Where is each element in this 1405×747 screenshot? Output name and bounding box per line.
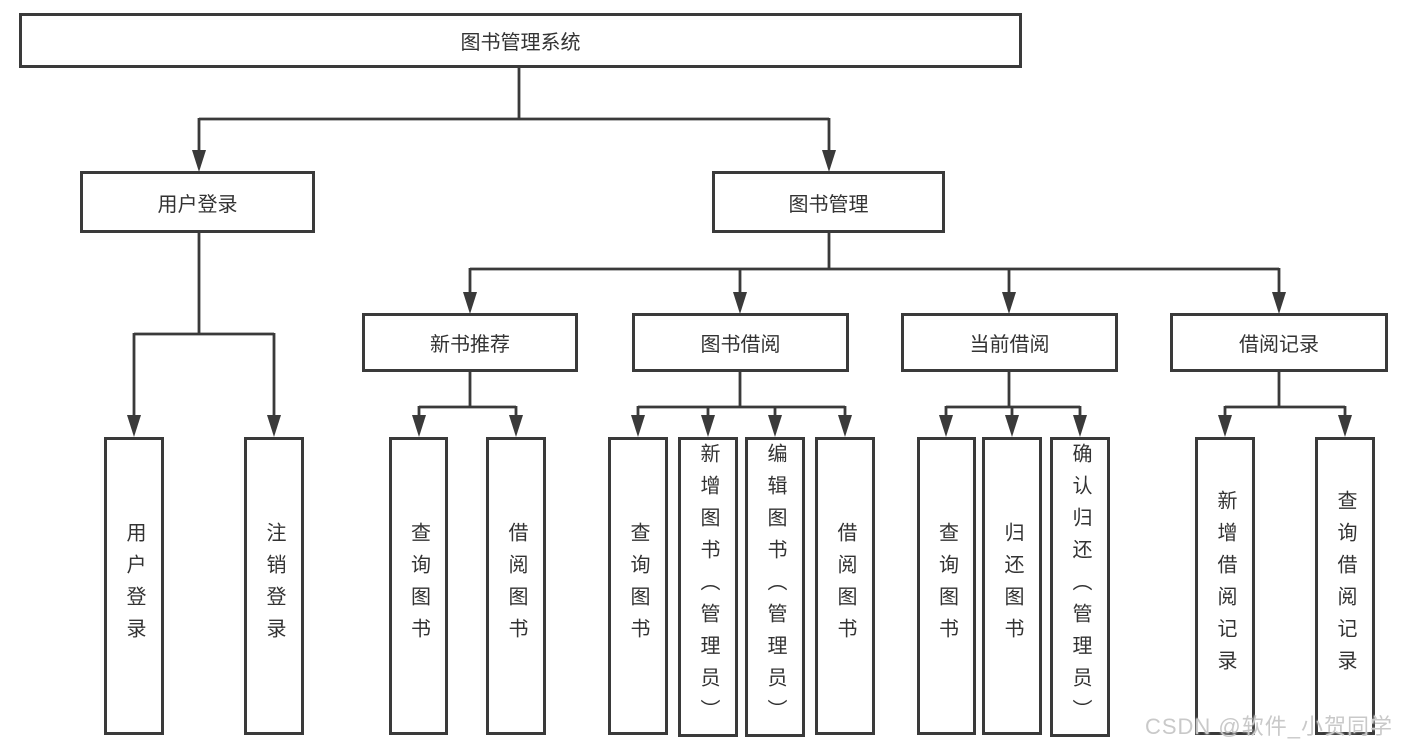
node-label: 当前借阅 <box>969 334 1050 356</box>
node-label: 查询图书 <box>627 522 649 650</box>
node-label: 查询图书 <box>407 522 430 650</box>
leaf-return-books: 归还图书 <box>982 437 1042 735</box>
leaf-user-login: 用户登录 <box>104 437 164 735</box>
node-book-borrowing: 图书借阅 <box>632 313 849 372</box>
node-label: 查询借阅记录 <box>1334 490 1356 682</box>
node-library-management-system: 图书管理系统 <box>19 13 1022 68</box>
node-label: 注销登录 <box>263 522 285 650</box>
node-label: 归还图书 <box>1001 522 1023 650</box>
node-label: 查询图书 <box>935 522 958 650</box>
node-user-login: 用户登录 <box>80 171 315 233</box>
node-label: 图书管理系统 <box>460 32 581 54</box>
node-label: 借阅图书 <box>505 522 527 650</box>
leaf-query-books-current: 查询图书 <box>917 437 976 735</box>
leaf-borrow-books: 借阅图书 <box>815 437 875 735</box>
node-label: 新增借阅记录 <box>1214 490 1236 682</box>
node-label: 新书推荐 <box>430 334 510 356</box>
node-label: 图书管理 <box>788 193 869 216</box>
node-label: 借阅图书 <box>834 522 856 650</box>
leaf-query-books-recommendation: 查询图书 <box>389 437 448 735</box>
node-current-borrowing: 当前借阅 <box>901 313 1118 372</box>
node-label: 确认归还（管理员） <box>1069 443 1091 731</box>
node-new-book-recommendation: 新书推荐 <box>362 313 578 372</box>
leaf-add-books-admin: 新增图书（管理员） <box>678 437 738 737</box>
node-label: 用户登录 <box>157 193 238 216</box>
csdn-watermark: CSDN @软件_小贺同学 <box>1144 714 1393 739</box>
leaf-borrow-books-recommendation: 借阅图书 <box>486 437 546 735</box>
node-borrowing-records: 借阅记录 <box>1170 313 1388 372</box>
leaf-query-books-borrowing: 查询图书 <box>608 437 668 735</box>
node-label: 新增图书（管理员） <box>697 443 719 731</box>
leaf-logout: 注销登录 <box>244 437 304 735</box>
leaf-query-borrow-record: 查询借阅记录 <box>1315 437 1375 735</box>
leaf-edit-books-admin: 编辑图书（管理员） <box>745 437 805 737</box>
node-book-management: 图书管理 <box>712 171 945 233</box>
node-label: 图书借阅 <box>700 334 781 356</box>
node-label: 编辑图书（管理员） <box>764 443 786 731</box>
node-label: 用户登录 <box>123 522 145 650</box>
node-label: 借阅记录 <box>1239 334 1319 356</box>
leaf-confirm-return-admin: 确认归还（管理员） <box>1050 437 1110 737</box>
leaf-add-borrow-record: 新增借阅记录 <box>1195 437 1255 735</box>
